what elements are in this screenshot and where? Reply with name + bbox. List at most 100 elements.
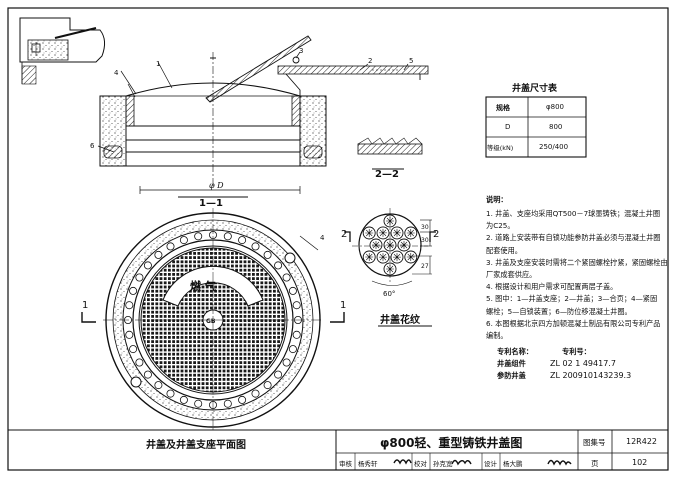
- pattern-cell: [376, 250, 390, 264]
- check-label: 校对: [414, 460, 427, 468]
- ring-bump: [129, 286, 138, 295]
- ring-bump: [238, 395, 247, 404]
- part-label-6: 6: [90, 142, 95, 150]
- ring-bump: [179, 236, 188, 245]
- pattern-cell: [390, 250, 404, 264]
- hinge-pin: [292, 56, 300, 64]
- reviewer-signature: [393, 459, 412, 465]
- size-table-key-1: D: [505, 123, 511, 131]
- part-label-3: 3: [299, 47, 303, 55]
- pattern-cell: [383, 214, 397, 228]
- ring-bump: [194, 232, 203, 241]
- ring-bump: [166, 242, 175, 251]
- pattern-star: [365, 253, 374, 261]
- bolt-icon: [284, 252, 296, 264]
- note-line: 编制。: [486, 331, 508, 341]
- ring-bump: [263, 381, 272, 390]
- note-line: 4. 根据设计和用户需求可配置两层子盖。: [486, 282, 618, 292]
- patent-no-1: ZL 200910143239.3: [550, 371, 632, 380]
- design-label: 设计: [484, 460, 497, 468]
- pattern-dim-angle: 60°: [383, 290, 395, 298]
- size-table-val-0: φ800: [546, 103, 564, 111]
- ring-bump: [251, 242, 260, 251]
- pattern-dim-b: 30: [421, 237, 429, 244]
- patent-name-1: 参防井盖: [497, 371, 526, 380]
- ring-bump: [166, 389, 175, 398]
- plan-arc-text: 燃 气: [189, 279, 216, 293]
- plan-section-mark-right: 1: [340, 300, 346, 311]
- pattern-dim-c: 27: [421, 263, 429, 270]
- pattern-section-mark-right: 2: [433, 229, 439, 240]
- ring-bump: [129, 345, 138, 354]
- ring-bump: [263, 250, 272, 259]
- atlas-label: 图集号: [583, 438, 606, 447]
- pattern-caption: 井盖花纹: [380, 315, 420, 326]
- note-line: 2. 道路上安装带有自锁功能参防井盖必须与混凝土井圈: [486, 233, 661, 243]
- pattern-cell: [390, 226, 404, 240]
- ring-bump: [154, 250, 163, 259]
- ring-bump: [143, 370, 152, 379]
- pattern-star: [372, 241, 380, 249]
- ring-bump: [223, 232, 232, 241]
- ring-bump: [135, 358, 144, 367]
- part-label-4: 4: [114, 69, 119, 77]
- designer-name: 杨大鹏: [503, 460, 523, 468]
- pattern-section-mark-left: 2: [341, 229, 347, 240]
- plan-view-caption: 井盖及井盖支座平面图: [146, 440, 246, 451]
- pattern-cell: [404, 226, 418, 240]
- atlas-number: 12R422: [626, 437, 658, 446]
- ring-bump: [194, 399, 203, 408]
- size-table-title: 井盖尺寸表: [512, 84, 558, 94]
- ring-bump: [154, 381, 163, 390]
- part-label-1: 1: [156, 60, 160, 68]
- pattern-cell: [369, 238, 383, 252]
- ring-bumps: [124, 230, 302, 409]
- open-cover-leaf: [205, 35, 312, 103]
- sheet-border: [7, 7, 669, 471]
- note-line: 螺栓；5—自锁装置；6—防位移混凝土井圈。: [486, 306, 632, 316]
- pattern-star: [406, 229, 415, 237]
- notes-heading: 说明：: [486, 195, 508, 204]
- pattern-detail: [344, 208, 436, 327]
- ring-bump: [288, 345, 297, 354]
- reviewer-name: 杨秀轩: [358, 460, 378, 468]
- plan-center-text: GB: [206, 318, 216, 325]
- ring-bump: [282, 273, 291, 282]
- size-table-val-2: 250/400: [539, 143, 569, 151]
- plan-part-label: 4: [320, 234, 325, 242]
- ring-bump: [238, 236, 247, 245]
- note-line: 3. 井盖及支座安装时需将二个紧固螺栓拧紧，紧固螺栓由: [486, 257, 668, 267]
- pattern-cells: [362, 214, 418, 276]
- pattern-star: [379, 228, 387, 237]
- note-line: 配套使用。: [486, 245, 522, 255]
- pattern-dim-a: 30: [421, 224, 429, 231]
- pattern-cell: [376, 226, 390, 240]
- page-number: 102: [632, 458, 648, 467]
- patent-no-label: 专利号：: [562, 347, 591, 356]
- note-line: 5. 图中：1—井盖支座；2—井盖；3—合页；4—紧固: [486, 294, 658, 304]
- ring-bump: [135, 273, 144, 282]
- pattern-star: [406, 253, 415, 261]
- note-line: 6. 本图根据北京四方加顿混凝土制品有限公司专利产品: [486, 318, 661, 328]
- ring-bump: [179, 395, 188, 404]
- section-2-2-view: [357, 137, 423, 170]
- pattern-cell: [362, 250, 376, 264]
- patent-no-0: ZL 02 1 49417.7: [550, 359, 616, 368]
- svg-text:φ D: φ D: [209, 181, 224, 190]
- review-label: 审核: [339, 460, 352, 468]
- ring-bump: [125, 301, 134, 310]
- bolt-icon: [130, 376, 142, 388]
- designer-signature: [547, 459, 572, 466]
- plan-section-mark-left: 1: [82, 300, 88, 311]
- size-table: [485, 96, 587, 158]
- section-2-2-label: 2—2: [375, 169, 399, 180]
- checker-signature: [451, 459, 472, 466]
- ring-bump: [143, 261, 152, 270]
- drawing-title: φ800轻、重型铸铁井盖图: [380, 436, 523, 450]
- size-table-key-2: 等级(kN): [487, 144, 514, 152]
- ring-bump: [292, 301, 301, 310]
- note-line: 厂家成套供应。: [486, 270, 537, 280]
- part-label-5: 5: [409, 57, 413, 65]
- ring-bump: [282, 358, 291, 367]
